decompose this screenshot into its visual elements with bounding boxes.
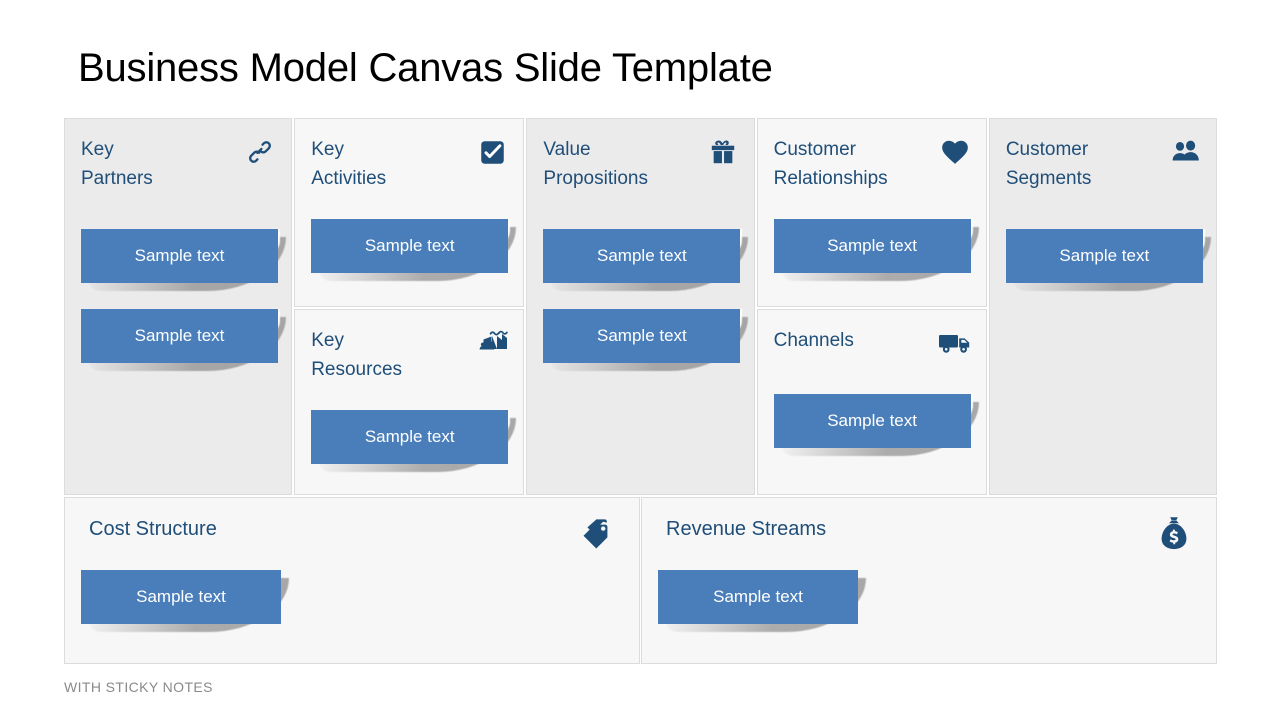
block-header: Revenue Streams [642, 498, 1216, 552]
link-icon [243, 137, 277, 167]
sticky-note-label: Sample text [1059, 246, 1150, 265]
block-title: Revenue Streams [666, 518, 827, 540]
sticky-note[interactable]: Sample text [311, 219, 517, 281]
block-revenue-streams[interactable]: Revenue Streams Sample text [641, 497, 1217, 664]
sticky-note[interactable]: Sample text [543, 309, 749, 371]
sticky-note[interactable]: Sample text [81, 229, 286, 291]
sticky-notes-list: Sample text [758, 394, 986, 456]
sticky-note[interactable]: Sample text [773, 219, 979, 281]
sticky-note-label: Sample text [597, 326, 687, 345]
sticky-note-label: Sample text [827, 236, 917, 255]
sticky-note-label: Sample text [597, 246, 687, 265]
sticky-note-label: Sample text [713, 587, 803, 606]
sticky-note-body[interactable]: Sample text [543, 229, 741, 283]
sticky-note-body[interactable]: Sample text [658, 570, 858, 624]
factory-people-icon [475, 328, 509, 358]
sticky-note-body[interactable]: Sample text [543, 309, 741, 363]
sticky-note-body[interactable]: Sample text [311, 219, 509, 273]
sticky-note[interactable]: Sample text [1005, 229, 1211, 291]
sticky-note-label: Sample text [134, 326, 225, 345]
block-header: Cost Structure [65, 498, 639, 552]
sticky-note-body[interactable]: Sample text [81, 309, 278, 363]
heart-icon [938, 137, 972, 167]
gift-icon [706, 137, 740, 167]
sticky-note-label: Sample text [827, 411, 917, 430]
price-tags-icon [577, 516, 617, 552]
page-title: Business Model Canvas Slide Template [78, 46, 773, 90]
sticky-notes-list: Sample text Sample text [527, 229, 753, 371]
sticky-note[interactable]: Sample text [658, 570, 866, 632]
checkbox-check-icon [475, 137, 509, 167]
sticky-notes-list: Sample text [642, 570, 1216, 632]
sticky-notes-list: Sample text [758, 219, 986, 281]
two-people-icon [1168, 137, 1202, 167]
sticky-note-label: Sample text [364, 427, 455, 446]
delivery-truck-icon [938, 328, 972, 358]
sticky-notes-list: Sample text [990, 229, 1216, 291]
sticky-note-body[interactable]: Sample text [773, 394, 971, 448]
canvas-bottom-row: Cost Structure Sample text Revenue [64, 497, 1217, 664]
sticky-note[interactable]: Sample text [773, 394, 979, 456]
block-cost-structure[interactable]: Cost Structure Sample text [64, 497, 640, 664]
sticky-notes-list: Sample text [295, 219, 523, 281]
block-header: Channels [758, 310, 986, 358]
money-bag-icon [1154, 516, 1194, 552]
sticky-note[interactable]: Sample text [543, 229, 749, 291]
footer-caption: WITH STICKY NOTES [64, 679, 213, 695]
sticky-note-body[interactable]: Sample text [1005, 229, 1203, 283]
block-title: Channels [773, 330, 854, 351]
sticky-note[interactable]: Sample text [81, 570, 289, 632]
sticky-note[interactable]: Sample text [81, 309, 286, 371]
sticky-note[interactable]: Sample text [311, 410, 517, 472]
sticky-note-body[interactable]: Sample text [311, 410, 509, 464]
sticky-note-body[interactable]: Sample text [81, 570, 281, 624]
sticky-notes-list: Sample text [295, 410, 523, 472]
sticky-note-label: Sample text [134, 246, 225, 265]
sticky-notes-list: Sample text [65, 570, 639, 632]
block-channels[interactable]: Channels [756, 309, 987, 495]
block-title: Cost Structure [89, 518, 217, 540]
sticky-note-body[interactable]: Sample text [81, 229, 278, 283]
sticky-notes-list: Sample text Sample text [65, 229, 291, 371]
sticky-note-label: Sample text [364, 236, 455, 255]
sticky-note-label: Sample text [136, 587, 226, 606]
sticky-note-body[interactable]: Sample text [773, 219, 971, 273]
